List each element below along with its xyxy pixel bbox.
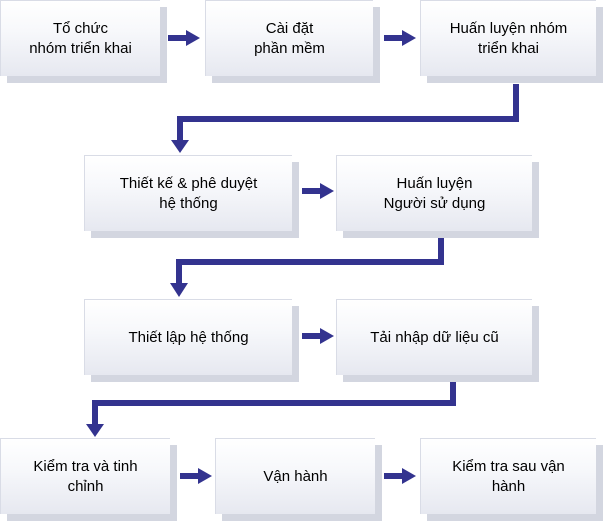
step-van-hanh: Vận hành (215, 438, 375, 514)
arrow-step8-to-step9 (180, 468, 212, 484)
arrow-step7-to-step8 (86, 380, 456, 437)
step-thiet-ke-phe-duyet-he-thong: Thiết kế & phê duyệt hệ thống (84, 155, 292, 231)
step-to-chuc-nhom-trien-khai: Tổ chức nhóm triển khai (0, 0, 160, 76)
step-thiet-lap-he-thong: Thiết lập hệ thống (84, 299, 292, 375)
step-huan-luyen-nhom-trien-khai: Huấn luyện nhóm triển khai (420, 0, 596, 76)
arrow-step6-to-step7 (302, 328, 334, 344)
step-tai-nhap-du-lieu-cu: Tải nhập dữ liệu cũ (336, 299, 532, 375)
arrow-step4-to-step5 (302, 183, 334, 199)
step-kiem-tra-sau-van-hanh: Kiểm tra sau vận hành (420, 438, 596, 514)
arrow-step1-to-step2 (168, 30, 200, 46)
arrow-step5-to-step6 (170, 238, 444, 297)
arrow-step3-to-step4 (171, 84, 519, 153)
step-cai-dat-phan-mem: Cài đặt phần mềm (205, 0, 373, 76)
arrow-step9-to-step10 (384, 468, 416, 484)
arrow-step2-to-step3 (384, 30, 416, 46)
step-huan-luyen-nguoi-su-dung: Huấn luyện Người sử dụng (336, 155, 532, 231)
step-kiem-tra-va-tinh-chinh: Kiểm tra và tinh chỉnh (0, 438, 170, 514)
